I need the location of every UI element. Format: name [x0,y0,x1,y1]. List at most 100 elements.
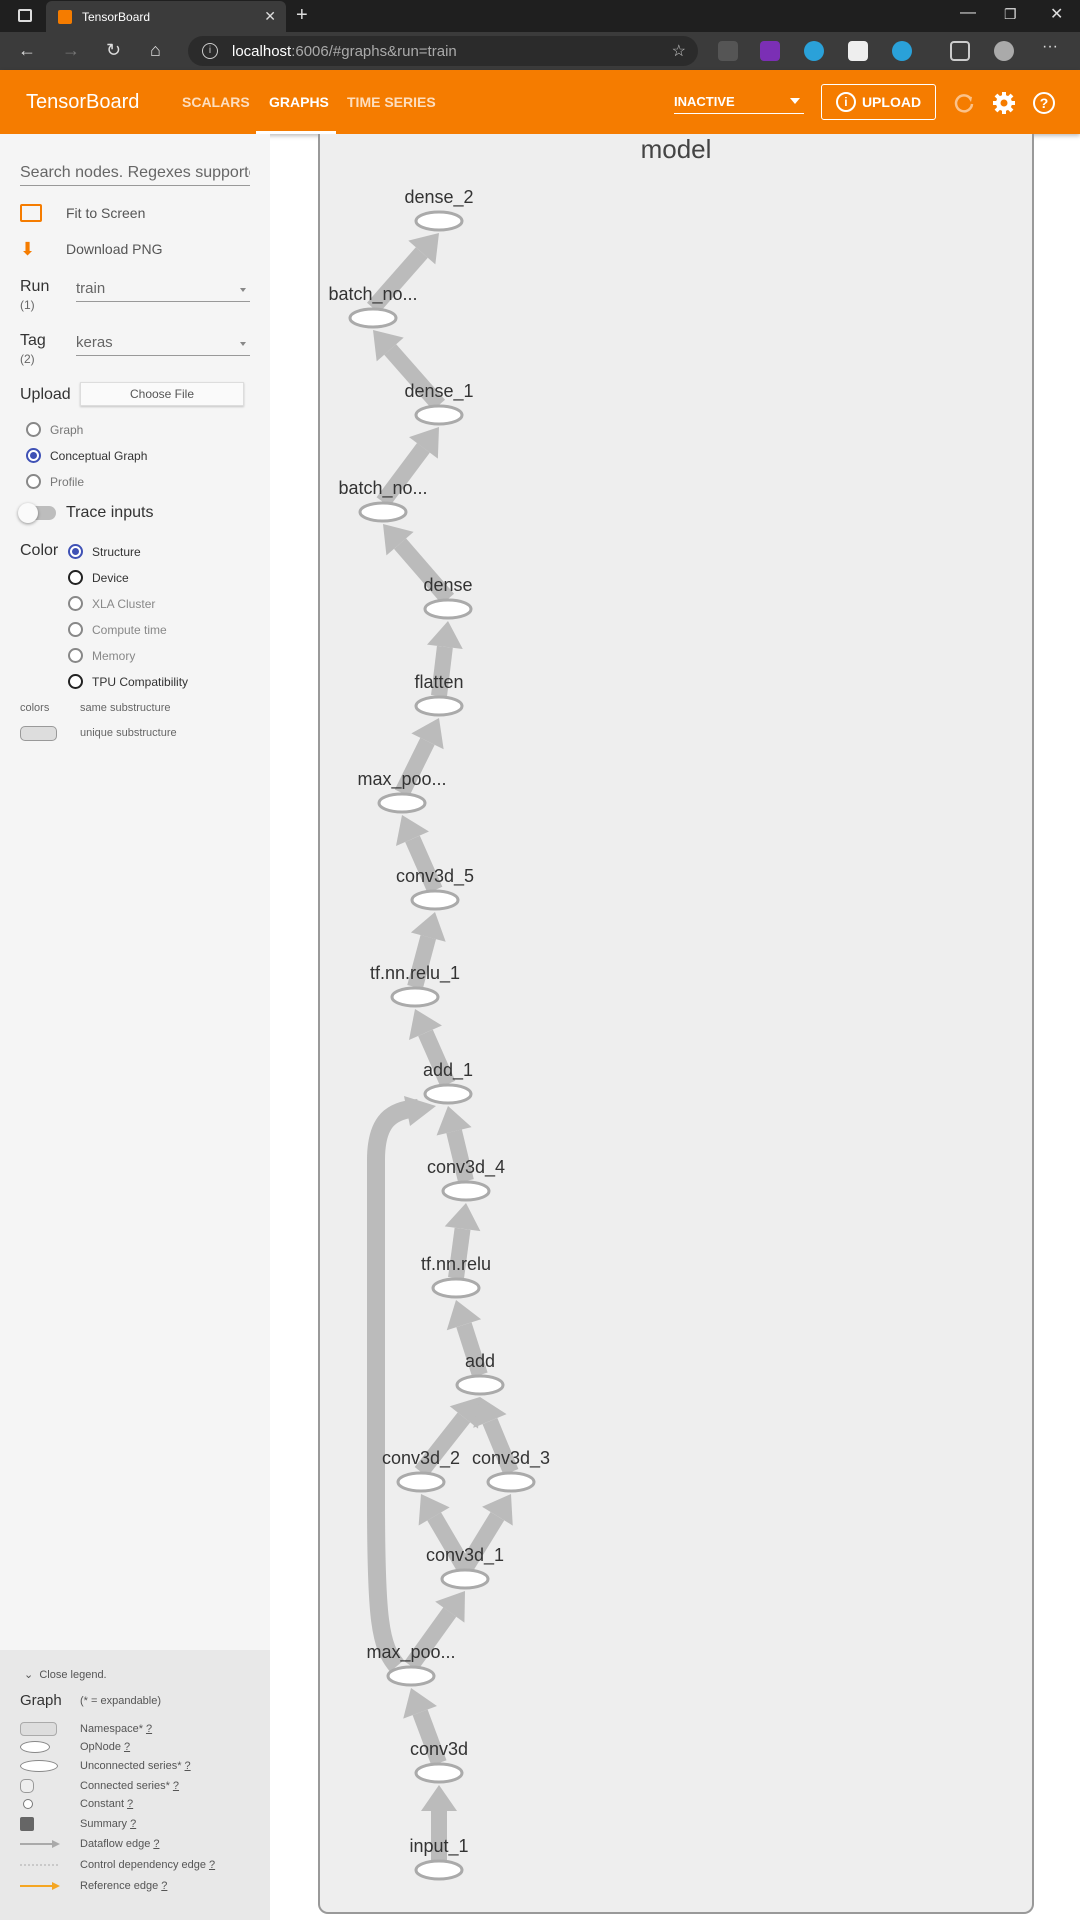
help-link[interactable]: ? [153,1838,160,1850]
minimize-icon[interactable]: — [960,4,976,21]
color-device[interactable]: Device [68,570,129,585]
op-node-ellipse[interactable] [414,1859,464,1881]
choose-file-button[interactable]: Choose File [80,382,244,406]
back-icon[interactable]: ← [18,40,36,60]
extension-icon[interactable] [848,41,868,61]
color-memory[interactable]: Memory [68,648,135,663]
color-xla-cluster[interactable]: XLA Cluster [68,596,155,611]
op-node-ellipse[interactable] [440,1568,490,1590]
op-node-ellipse[interactable] [414,210,464,232]
op-node[interactable]: add [455,1351,505,1396]
op-node-ellipse[interactable] [386,1665,436,1687]
download-png-button[interactable]: ⬇ Download PNG [20,240,163,258]
op-node[interactable]: dense_2 [404,187,474,232]
op-node[interactable]: flatten [414,672,464,717]
op-node[interactable]: conv3d_2 [382,1448,460,1493]
op-node-ellipse[interactable] [410,889,460,911]
onenote-icon[interactable] [760,41,780,61]
run-select[interactable]: train [76,280,250,302]
favorite-star-icon[interactable]: ☆ [671,43,686,60]
close-tab-icon[interactable]: ✕ [264,8,276,24]
help-link[interactable]: ? [172,1780,180,1792]
op-node-ellipse[interactable] [486,1471,536,1493]
inactive-dropdown[interactable]: INACTIVE [674,94,804,114]
url-field[interactable]: i localhost:6006/#graphs&run=train ☆ [188,36,698,66]
reload-icon[interactable] [953,92,975,114]
op-node-ellipse[interactable] [414,404,464,426]
help-link[interactable]: ? [208,1859,216,1871]
extension-icon[interactable] [892,41,912,61]
help-link[interactable]: ? [145,1723,153,1735]
radio-graph[interactable] [26,422,41,437]
op-node[interactable]: tf.nn.relu [421,1254,491,1299]
upload-button[interactable]: i UPLOAD [821,84,936,120]
op-node[interactable]: max_poo... [357,769,447,814]
close-window-icon[interactable]: ✕ [1050,6,1064,23]
op-node-ellipse[interactable] [377,792,427,814]
op-node-ellipse[interactable] [431,1277,481,1299]
radio-xla[interactable] [68,596,83,611]
color-tpu[interactable]: TPU Compatibility [68,674,188,689]
op-node[interactable]: batch_no... [338,478,428,523]
op-node[interactable]: conv3d_5 [396,866,474,911]
radio-profile[interactable] [26,474,41,489]
op-node-ellipse[interactable] [455,1374,505,1396]
radio-structure[interactable] [68,544,83,559]
collections-icon[interactable] [950,41,970,61]
op-node[interactable]: conv3d [410,1739,468,1784]
restore-icon[interactable]: ❐ [1004,6,1017,22]
help-link[interactable]: ? [161,1880,168,1892]
op-node-ellipse[interactable] [414,695,464,717]
radio-compute[interactable] [68,622,83,637]
tab-actions-icon[interactable] [18,9,32,22]
tab-time-series[interactable]: TIME SERIES [347,94,436,110]
extension-icon[interactable] [718,41,738,61]
refresh-icon[interactable]: ↻ [106,40,122,60]
tab-scalars[interactable]: SCALARS [182,94,250,110]
help-link[interactable]: ? [123,1741,131,1753]
op-node[interactable]: dense [423,575,473,620]
op-node-ellipse[interactable] [396,1471,446,1493]
op-node[interactable]: add_1 [423,1060,473,1105]
new-tab-icon[interactable]: + [296,4,308,26]
site-info-icon[interactable]: i [202,43,218,59]
close-legend-button[interactable]: ⌄ Close legend. [24,1668,107,1681]
fit-to-screen-button[interactable]: Fit to Screen [20,204,145,222]
op-node-ellipse[interactable] [414,1762,464,1784]
graph-type-conceptual[interactable]: Conceptual Graph [26,448,147,463]
op-node[interactable]: tf.nn.relu_1 [370,963,460,1008]
graph-type-profile[interactable]: Profile [26,474,84,489]
trace-inputs-toggle[interactable] [18,503,56,523]
op-node[interactable]: max_poo... [366,1642,456,1687]
search-nodes-input[interactable]: Search nodes. Regexes supported. [20,164,250,186]
op-node[interactable]: dense_1 [404,381,474,426]
tag-select[interactable]: keras [76,334,250,356]
op-node-ellipse[interactable] [441,1180,491,1202]
op-node[interactable]: conv3d_1 [426,1545,504,1590]
op-node-ellipse[interactable] [423,598,473,620]
op-node-ellipse[interactable] [390,986,440,1008]
op-node-ellipse[interactable] [348,307,398,329]
extension-icon[interactable] [804,41,824,61]
more-menu-icon[interactable]: ··· [1042,38,1058,55]
radio-tpu[interactable] [68,674,83,689]
help-link[interactable]: ? [127,1798,134,1810]
op-node-ellipse[interactable] [358,501,408,523]
radio-conceptual[interactable] [26,448,41,463]
help-link[interactable]: ? [130,1818,137,1830]
op-node[interactable]: batch_no... [328,284,418,329]
radio-memory[interactable] [68,648,83,663]
browser-tab[interactable]: TensorBoard ✕ [46,1,286,32]
settings-gear-icon[interactable] [992,91,1016,115]
profile-avatar-icon[interactable] [994,41,1014,61]
op-node[interactable]: conv3d_4 [427,1157,505,1202]
color-compute-time[interactable]: Compute time [68,622,167,637]
help-link[interactable]: ? [184,1760,191,1772]
op-node[interactable]: input_1 [409,1836,469,1881]
forward-icon[interactable]: → [62,40,80,60]
home-icon[interactable]: ⌂ [150,40,161,60]
help-icon[interactable]: ? [1032,91,1056,115]
op-node[interactable]: conv3d_3 [472,1448,550,1493]
color-structure[interactable]: Structure [68,544,141,559]
